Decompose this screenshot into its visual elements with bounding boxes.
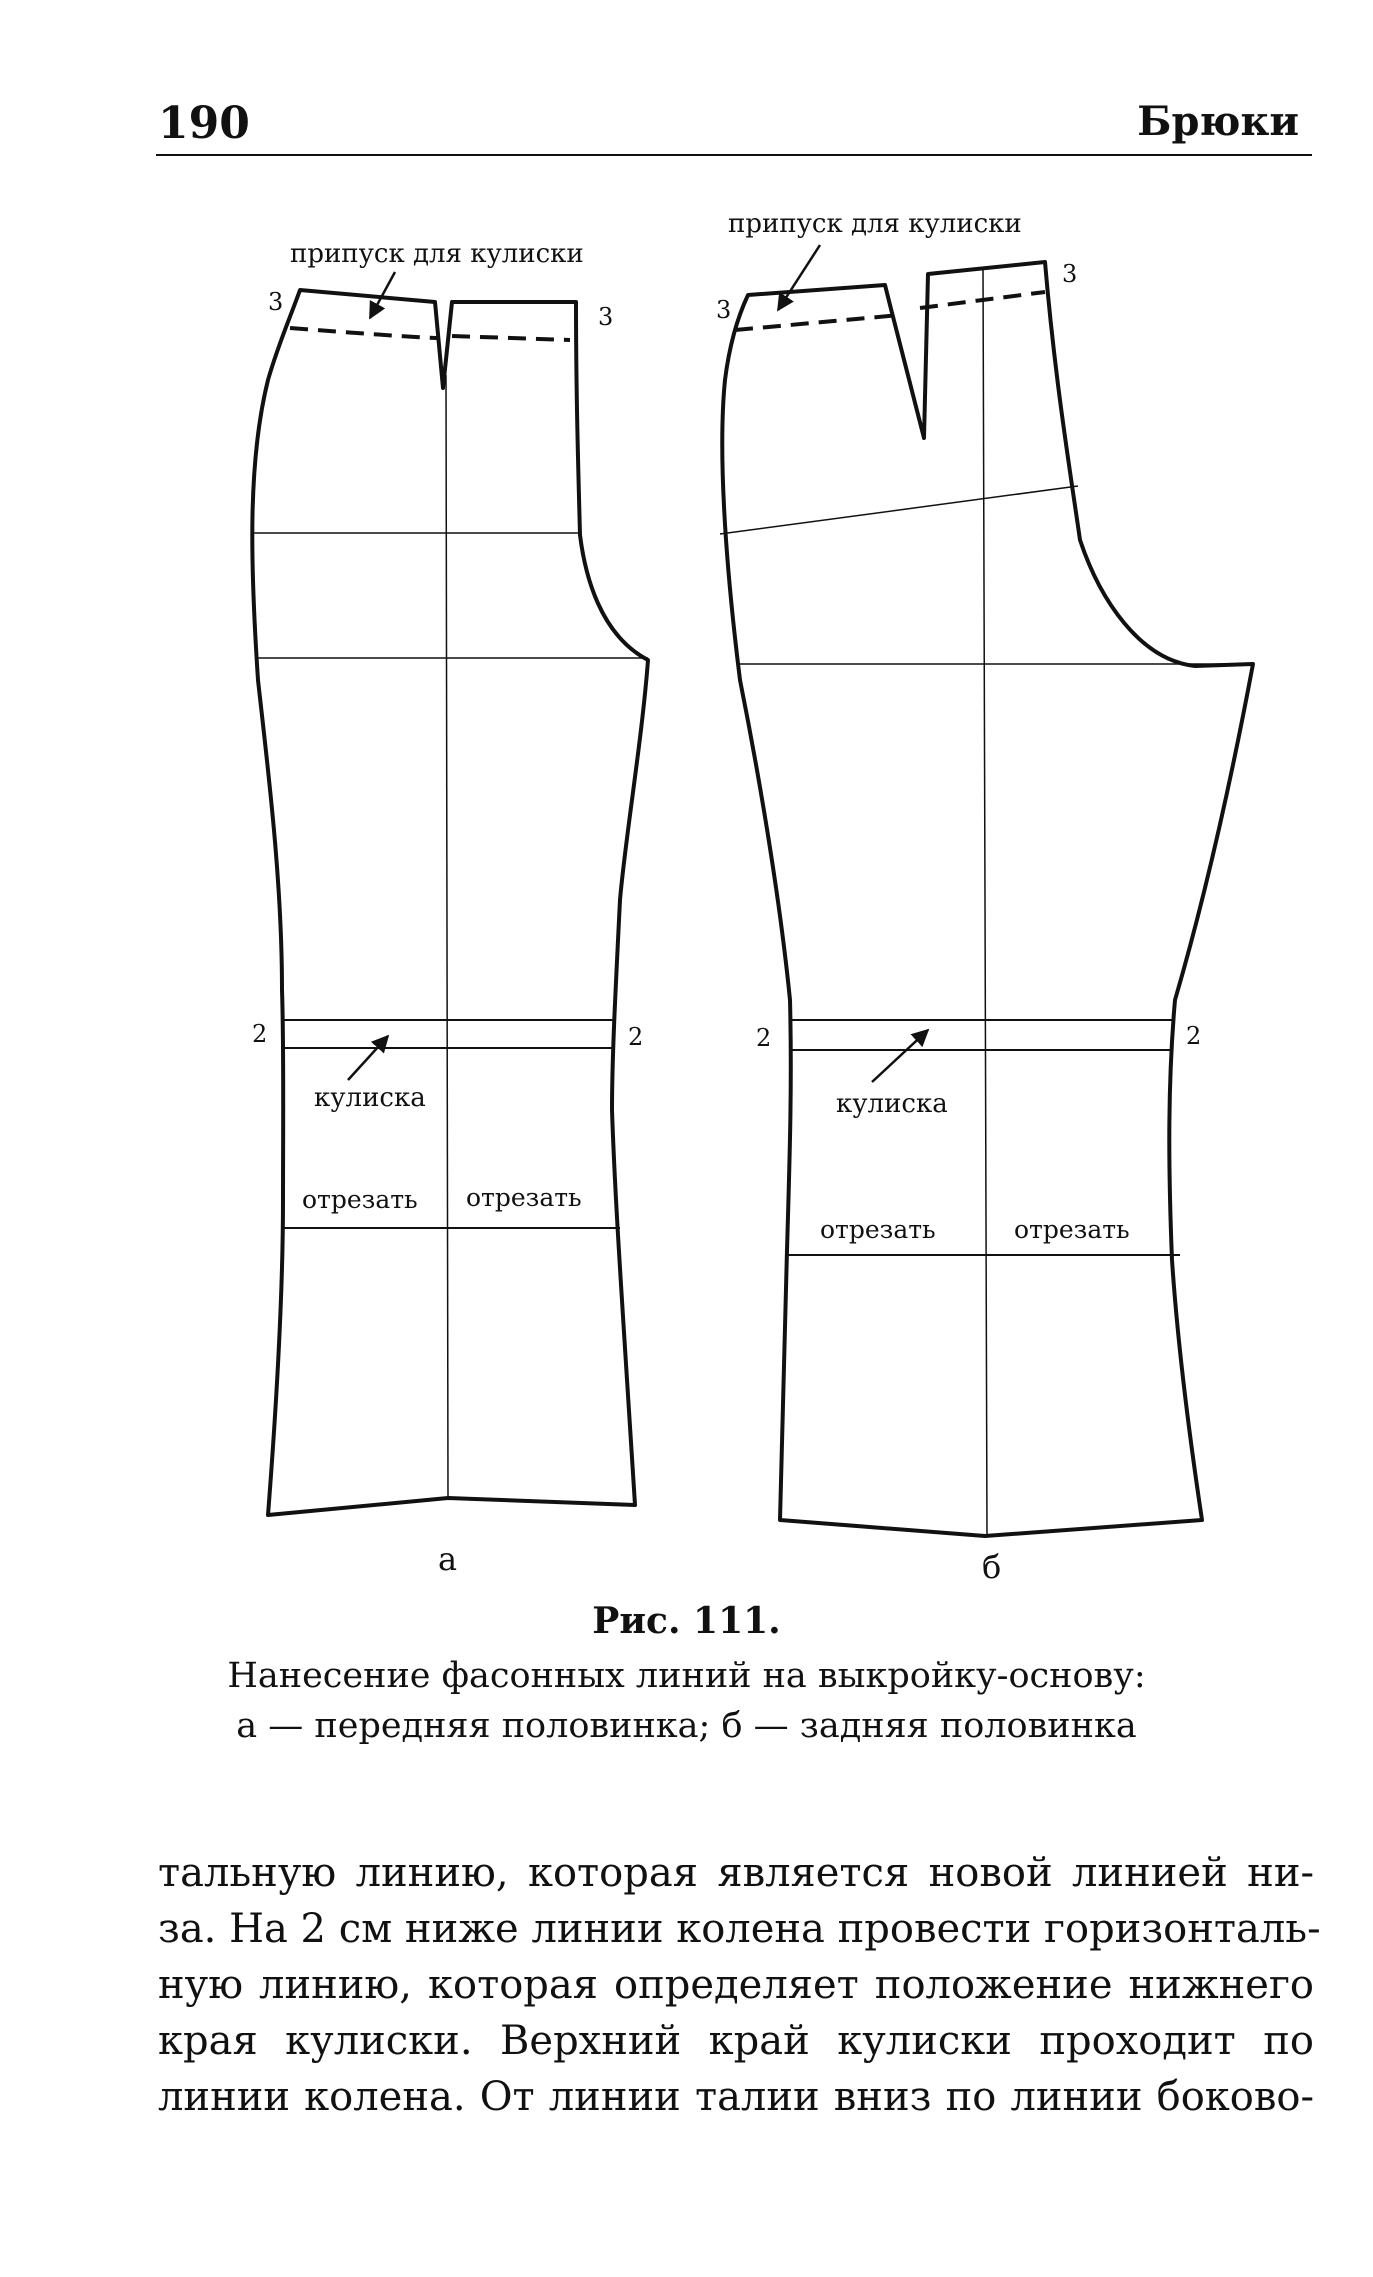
figure-caption-title: Рис. 111. — [592, 1600, 781, 1642]
body-text-line-4: края кулиски. Верхний край кулиски прохо… — [158, 2018, 1314, 2064]
body-text-line-5: линии колена. От линии талии вниз по лин… — [158, 2074, 1314, 2120]
panel-a-allowance-arrow — [368, 271, 397, 320]
panel-a-cut-label-left: отрезать — [302, 1185, 418, 1214]
panel-b-allowance-dashed — [734, 290, 1046, 332]
body-text-line-1: тальную линию, которая является новой ли… — [158, 1850, 1314, 1896]
panel-b-center-line — [982, 266, 988, 1537]
panel-a-mark-3-left: 3 — [268, 288, 283, 316]
panel-a-drawstring-label: кулиска — [314, 1083, 426, 1113]
panel-a-center-line — [445, 374, 449, 1499]
panel-a-drawstring-arrow — [347, 1034, 390, 1081]
panel-a-allowance-dashed — [289, 326, 571, 342]
panel-a-front-half — [250, 271, 650, 1517]
panel-b-mark-2-left: 2 — [756, 1024, 771, 1052]
panel-b-mark-2-right: 2 — [1186, 1022, 1201, 1050]
panel-b-drawstring-arrow — [871, 1028, 930, 1083]
panel-a-outline — [250, 288, 650, 1517]
panel-a-mark-2-left: 2 — [252, 1020, 267, 1048]
panel-b-outline — [720, 260, 1255, 1538]
panel-b-back-half — [719, 244, 1255, 1538]
panel-a-label: а — [438, 1540, 457, 1578]
panel-b-allowance-label: припуск для кулиски — [728, 209, 1022, 239]
figure-111: припуск для кулиски 3 3 2 2 кулиска отре… — [250, 209, 1255, 1586]
figure-caption-line-2: а — передняя половинка; б — задняя полов… — [236, 1706, 1137, 1746]
panel-b-hip-line — [719, 485, 1079, 535]
running-title: Брюки — [1137, 98, 1299, 145]
figure-caption-line-1: Нанесение фасонных линий на выкройку-осн… — [227, 1656, 1146, 1696]
body-text-line-2: за. На 2 см ниже линии колена провести г… — [158, 1906, 1321, 1952]
panel-b-mark-3-right: 3 — [1062, 260, 1077, 288]
panel-a-mark-3-right: 3 — [598, 303, 613, 331]
body-text-line-3: ную линию, которая определяет положение … — [158, 1962, 1314, 2008]
header-rule — [156, 154, 1312, 156]
panel-b-cut-label-left: отрезать — [820, 1215, 936, 1244]
panel-a-cut-label-right: отрезать — [466, 1183, 582, 1212]
panel-b-allowance-arrow — [776, 244, 822, 312]
panel-a-mark-2-right: 2 — [628, 1023, 643, 1051]
panel-b-drawstring-label: кулиска — [836, 1089, 948, 1119]
panel-b-cut-label-right: отрезать — [1014, 1215, 1130, 1244]
page-number: 190 — [158, 98, 250, 149]
panel-b-mark-3-left: 3 — [716, 296, 731, 324]
panel-b-label: б — [982, 1548, 1001, 1586]
panel-a-allowance-label: припуск для кулиски — [290, 239, 584, 269]
